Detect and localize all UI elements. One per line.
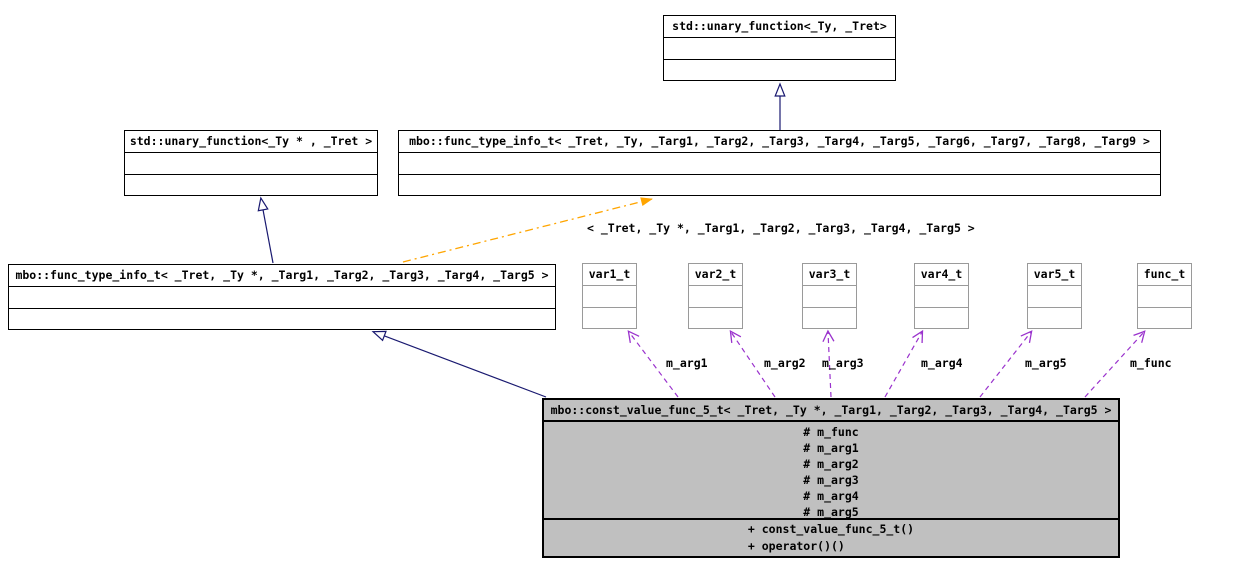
class-title: func_t (1138, 264, 1191, 286)
method-operator-call: + operator()() (747, 539, 845, 553)
template-instance-edge-label: < _Tret, _Ty *, _Targ1, _Targ2, _Targ3, … (587, 221, 975, 235)
attributes-compartment (9, 287, 555, 309)
attributes-compartment (125, 153, 377, 175)
class-box-var3-t[interactable]: var3_t (802, 263, 857, 329)
class-box-std-unary-function[interactable]: std::unary_function<_Ty, _Tret> (663, 15, 896, 81)
methods-compartment (583, 308, 636, 329)
methods-compartment (915, 308, 968, 329)
class-title: mbo::const_value_func_5_t< _Tret, _Ty *,… (544, 400, 1118, 422)
methods-compartment (1138, 308, 1191, 329)
class-title: var4_t (915, 264, 968, 286)
class-box-var2-t[interactable]: var2_t (688, 263, 743, 329)
edge-label-m-arg3: m_arg3 (822, 356, 864, 370)
attribute-m-func: # m_func (803, 425, 859, 439)
methods-compartment (9, 309, 555, 330)
class-box-var4-t[interactable]: var4_t (914, 263, 969, 329)
attributes-compartment (583, 286, 636, 308)
attributes-compartment (803, 286, 856, 308)
methods-compartment (399, 175, 1160, 196)
edge-label-m-arg4: m_arg4 (921, 356, 963, 370)
attribute-m-arg3: # m_arg3 (803, 473, 859, 487)
attribute-m-arg5: # m_arg5 (803, 505, 859, 519)
attributes-compartment: # m_func # m_arg1 # m_arg2 # m_arg3 # m_… (544, 422, 1118, 520)
attributes-compartment (689, 286, 742, 308)
attributes-compartment (915, 286, 968, 308)
methods-compartment (125, 175, 377, 196)
methods-compartment: + const_value_func_5_t() + operator()() (544, 520, 1118, 556)
class-title: var1_t (583, 264, 636, 286)
attribute-m-arg2: # m_arg2 (803, 457, 859, 471)
class-box-func-t[interactable]: func_t (1137, 263, 1192, 329)
class-box-std-unary-function-ptr[interactable]: std::unary_function<_Ty * , _Tret > (124, 130, 378, 196)
class-box-var5-t[interactable]: var5_t (1027, 263, 1082, 329)
class-box-const-value-func-5-t[interactable]: mbo::const_value_func_5_t< _Tret, _Ty *,… (542, 398, 1120, 558)
edge-label-m-arg5: m_arg5 (1025, 356, 1067, 370)
class-title: var2_t (689, 264, 742, 286)
class-box-var1-t[interactable]: var1_t (582, 263, 637, 329)
attributes-compartment (399, 153, 1160, 175)
edge-label-m-func: m_func (1130, 356, 1172, 370)
methods-compartment (689, 308, 742, 329)
class-box-func-type-info-spec[interactable]: mbo::func_type_info_t< _Tret, _Ty *, _Ta… (8, 264, 556, 330)
class-title: var5_t (1028, 264, 1081, 286)
methods-compartment (664, 60, 895, 81)
class-title: var3_t (803, 264, 856, 286)
class-box-func-type-info-general[interactable]: mbo::func_type_info_t< _Tret, _Ty, _Targ… (398, 130, 1161, 196)
class-title: std::unary_function<_Ty * , _Tret > (125, 131, 377, 153)
class-title: mbo::func_type_info_t< _Tret, _Ty *, _Ta… (9, 265, 555, 287)
attributes-compartment (1028, 286, 1081, 308)
class-title: mbo::func_type_info_t< _Tret, _Ty, _Targ… (399, 131, 1160, 153)
methods-compartment (1028, 308, 1081, 329)
attribute-m-arg4: # m_arg4 (803, 489, 859, 503)
inheritance-arrow-spec-to-unaryptr (257, 196, 274, 264)
usage-arrow-m-arg5 (979, 330, 1033, 398)
method-constructor: + const_value_func_5_t() (747, 522, 915, 536)
class-title: std::unary_function<_Ty, _Tret> (664, 16, 895, 38)
usage-arrow-m-arg4 (884, 329, 924, 398)
edge-label-m-arg2: m_arg2 (764, 356, 806, 370)
attributes-compartment (664, 38, 895, 60)
attributes-compartment (1138, 286, 1191, 308)
attribute-m-arg1: # m_arg1 (803, 441, 859, 455)
inheritance-arrow-constvaluefunc-to-spec (371, 330, 547, 398)
methods-compartment (803, 308, 856, 329)
edge-label-m-arg1: m_arg1 (666, 356, 708, 370)
